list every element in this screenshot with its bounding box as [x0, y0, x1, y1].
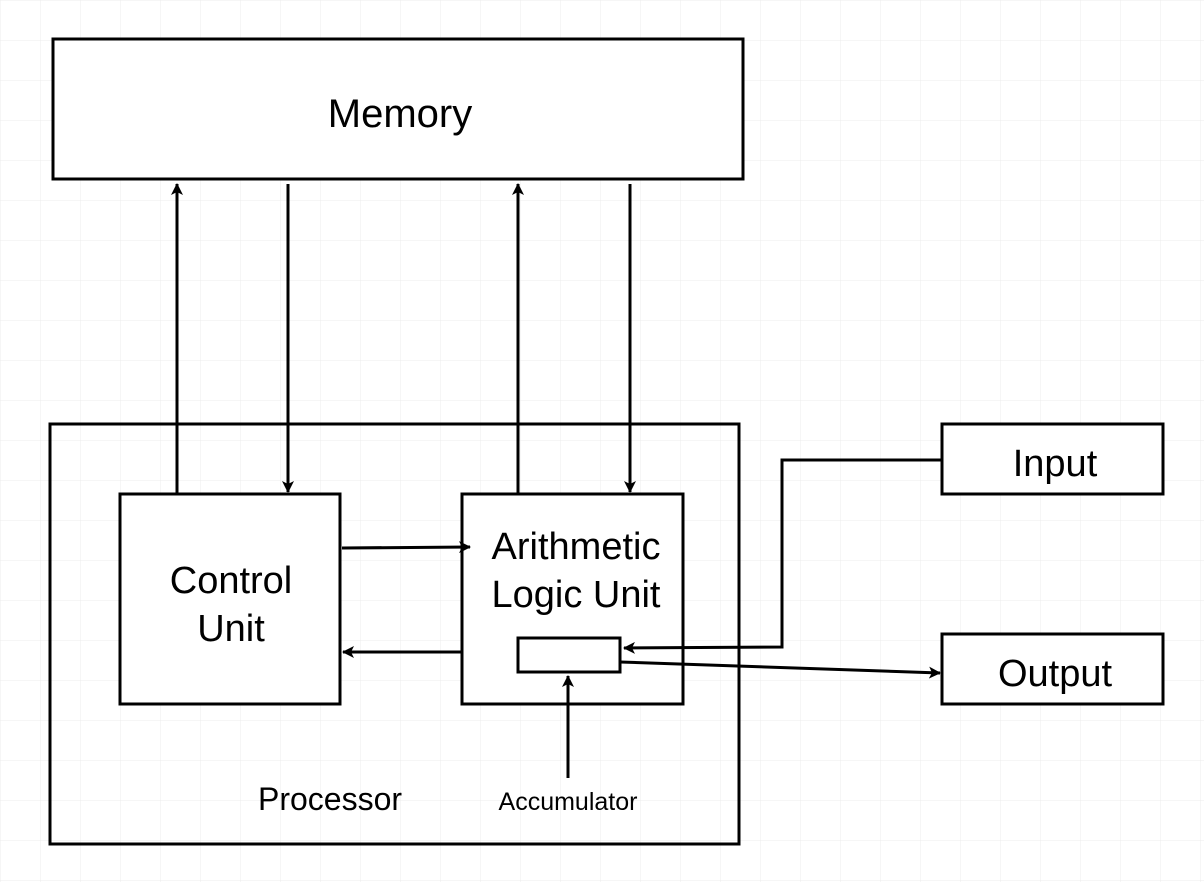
- control-unit-label-line2: Unit: [197, 608, 265, 650]
- accumulator-label: Accumulator: [499, 788, 638, 816]
- alu-label-line1: Arithmetic: [492, 526, 661, 568]
- processor-box[interactable]: Processor: [48, 422, 741, 846]
- alu-box[interactable]: Arithmetic Logic Unit: [460, 492, 685, 706]
- input-label: Input: [1013, 443, 1098, 485]
- processor-label: Processor: [258, 781, 402, 817]
- memory-label: Memory: [328, 92, 472, 136]
- control-unit-label-line1: Control: [170, 560, 293, 602]
- accumulator-register[interactable]: [516, 636, 622, 674]
- input-box[interactable]: Input: [940, 422, 1165, 496]
- control-unit-box[interactable]: Control Unit: [118, 492, 342, 706]
- arrow-input-to-accumulator: [623, 458, 942, 654]
- alu-label-line2: Logic Unit: [492, 574, 661, 616]
- arrow-accumulator-to-output: [619, 660, 941, 679]
- output-box[interactable]: Output: [940, 632, 1165, 706]
- output-label: Output: [998, 653, 1113, 695]
- arrow-control-to-alu: [341, 541, 471, 554]
- memory-box[interactable]: Memory: [51, 37, 745, 181]
